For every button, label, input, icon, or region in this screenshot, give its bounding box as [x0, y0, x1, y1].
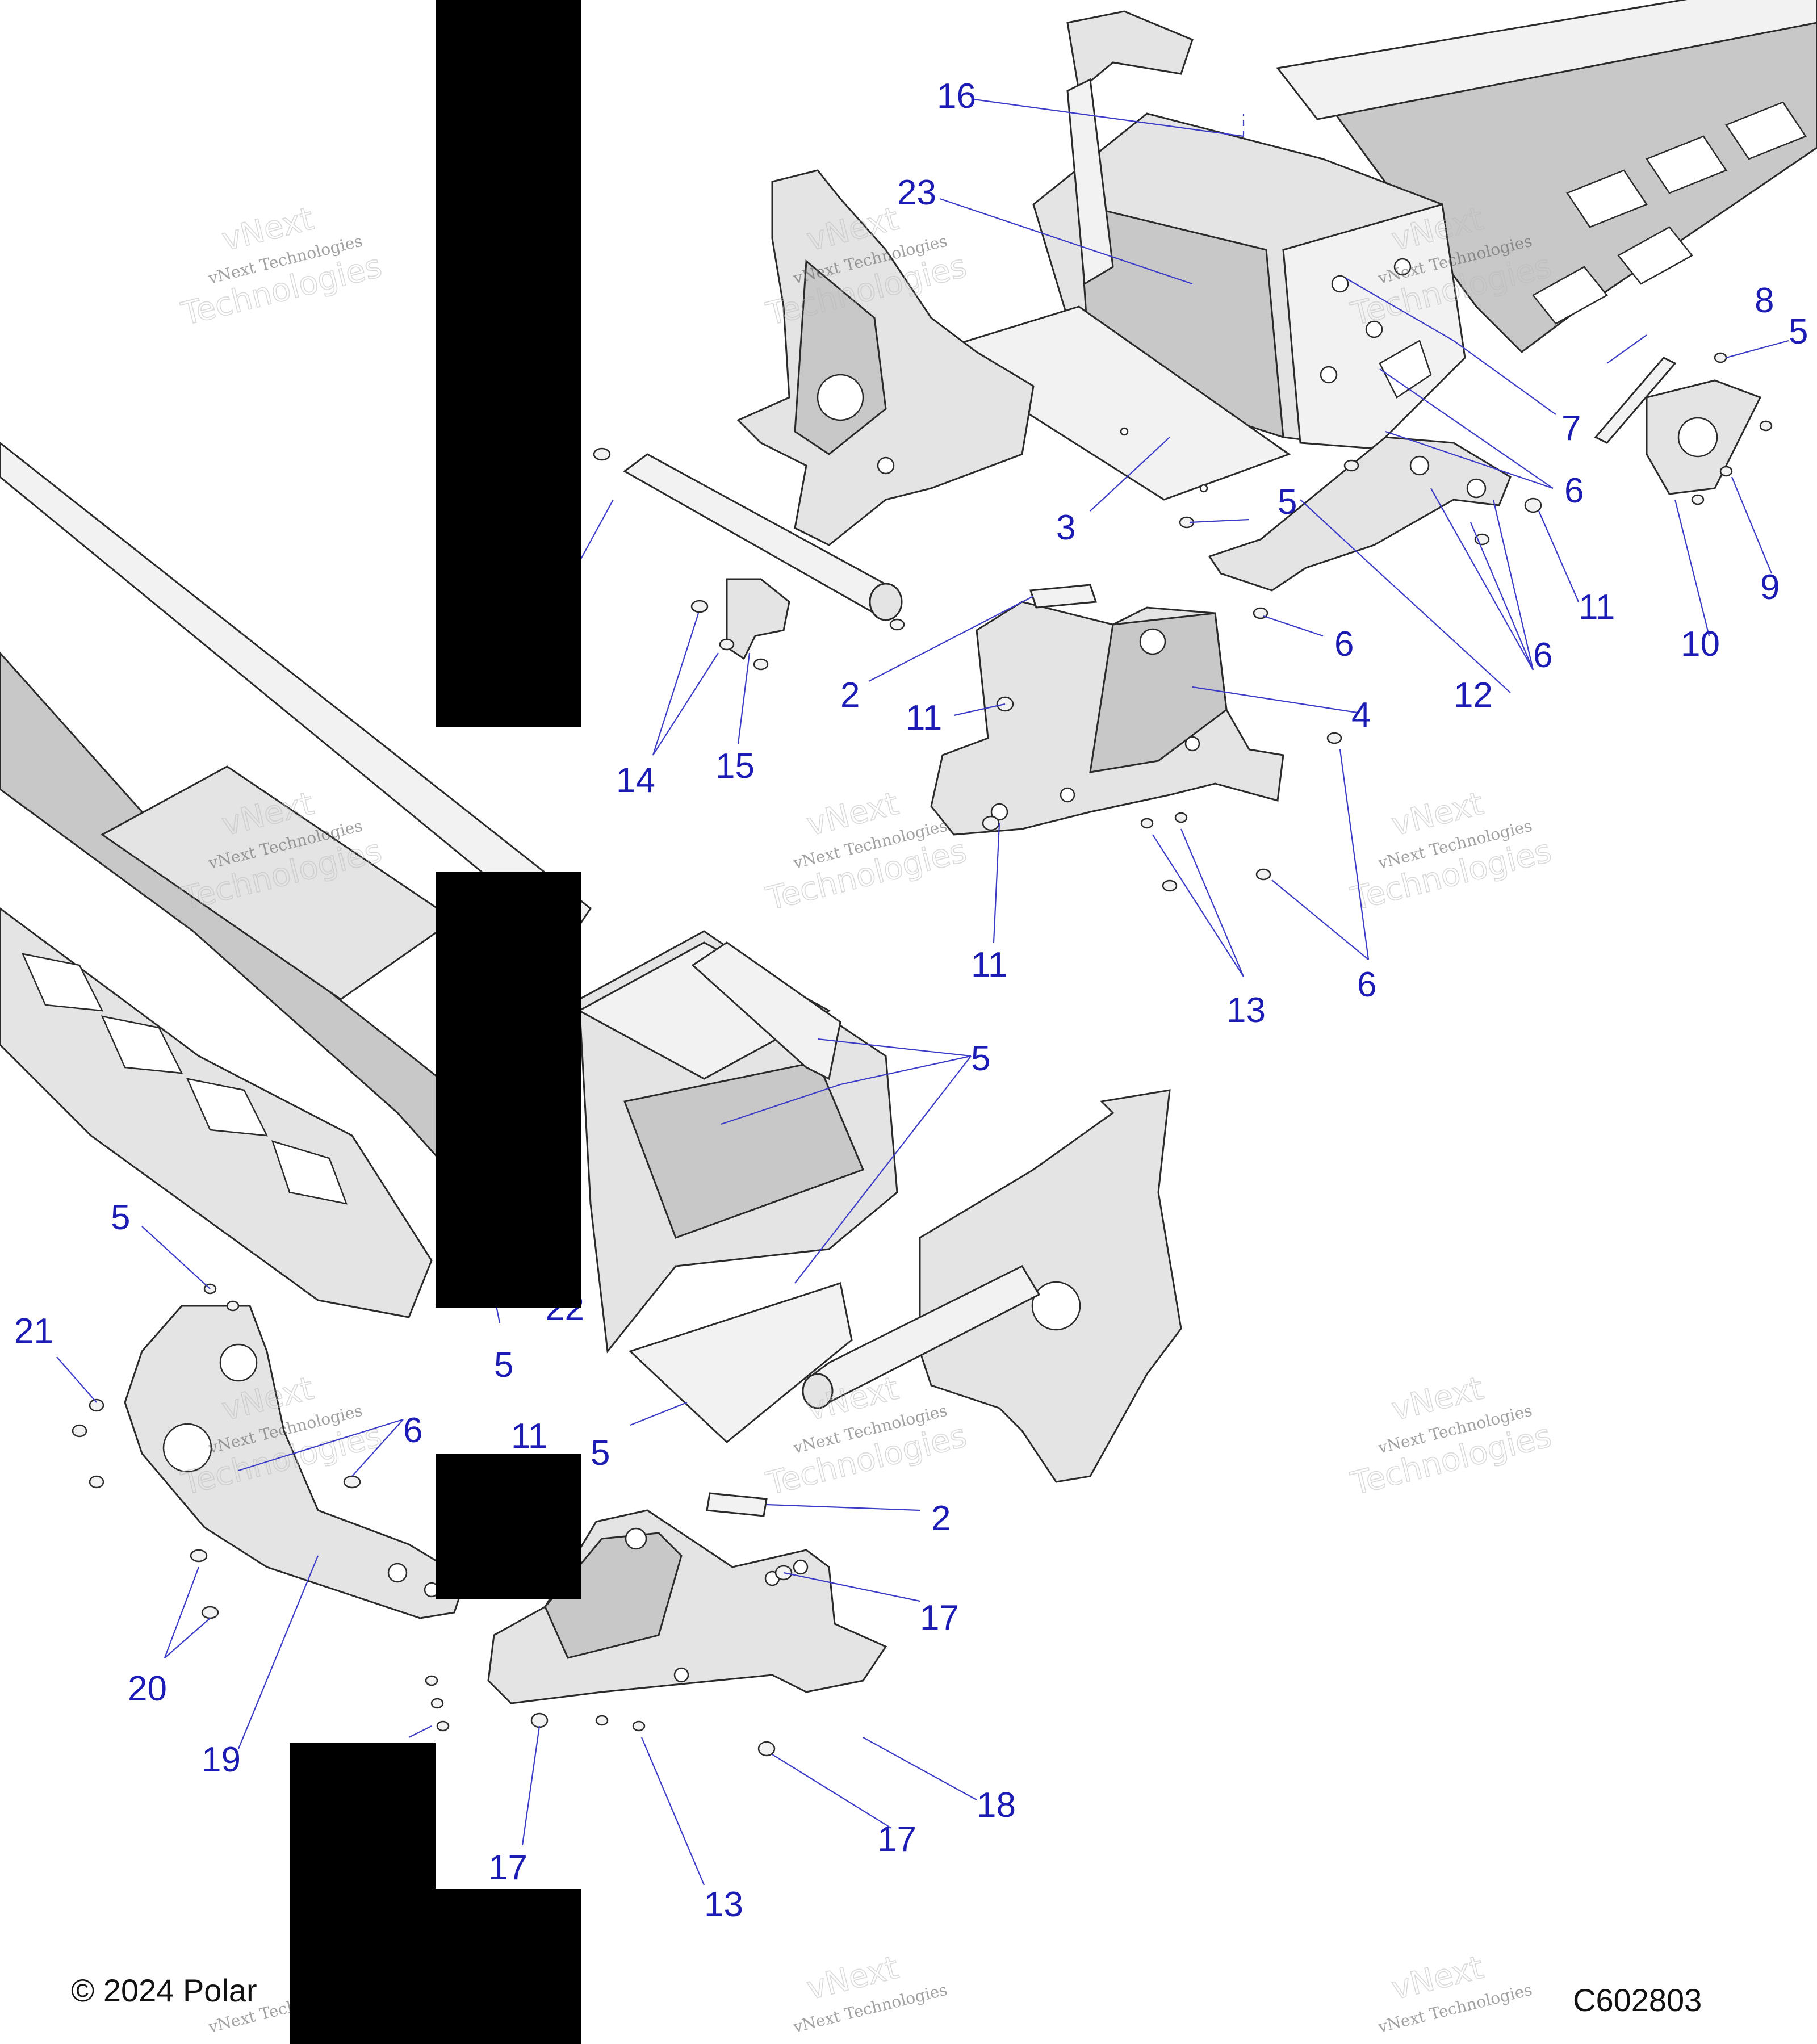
callout-7: 7 — [1561, 409, 1581, 448]
callout-labels: 16 23 8 5 7 6 5 3 11 9 10 6 12 6 2 4 11 … — [14, 77, 1808, 1924]
upper-floor-plate — [929, 305, 1291, 501]
redaction-block — [436, 0, 581, 727]
upper-front-frame — [736, 169, 1035, 546]
upper-a-arm-bracket — [1208, 436, 1512, 592]
lower-steering-post — [691, 941, 841, 1080]
callout-2: 2 — [931, 1499, 951, 1538]
middle-bulkhead-bracket — [930, 601, 1284, 836]
callout-6: 6 — [1533, 636, 1552, 675]
callout-5: 5 — [111, 1198, 130, 1237]
copyright-notice: © 2024 Polar — [71, 1972, 257, 2008]
callout-5: 5 — [1278, 483, 1297, 522]
redaction-block — [436, 1889, 581, 2044]
lower-tunnel — [0, 442, 592, 1318]
callout-17: 17 — [920, 1598, 959, 1637]
callout-5: 5 — [1789, 312, 1808, 351]
callout-6: 6 — [1357, 965, 1376, 1004]
callout-17: 17 — [877, 1820, 916, 1859]
callout-10: 10 — [1681, 625, 1720, 664]
redaction-block — [436, 872, 581, 1308]
upper-top-bracket — [1066, 10, 1194, 93]
leader-lines — [56, 98, 1789, 1886]
lower-bulkhead-front — [623, 1061, 864, 1239]
callout-15: 15 — [715, 747, 755, 786]
upper-tunnel-rail-top — [1276, 0, 1817, 120]
callout-17: 17 — [488, 1848, 527, 1887]
callout-14: 14 — [616, 761, 655, 800]
callout-12: 12 — [1454, 676, 1493, 715]
callout-5: 5 — [494, 1346, 513, 1385]
callout-18: 18 — [977, 1786, 1016, 1825]
callout-4: 4 — [1351, 696, 1371, 735]
callout-5: 5 — [971, 1039, 990, 1078]
callout-5: 5 — [591, 1434, 610, 1473]
callout-20: 20 — [128, 1669, 167, 1708]
upper-front-frame-web — [794, 259, 887, 455]
callout-11: 11 — [511, 1417, 547, 1456]
callout-13: 13 — [1226, 991, 1266, 1030]
redaction-block — [436, 1454, 581, 1599]
bracket-18-web — [544, 1532, 683, 1659]
upper-rail-cutouts — [1532, 101, 1807, 325]
callout-9: 9 — [1760, 568, 1780, 607]
callout-11: 11 — [906, 698, 942, 738]
upper-chassis-assembly — [623, 0, 1817, 621]
callout-16: 16 — [937, 77, 976, 116]
callout-23: 23 — [897, 173, 936, 212]
upper-steering-post — [1066, 78, 1114, 286]
callout-11: 11 — [1579, 588, 1615, 627]
callout-6: 6 — [1564, 471, 1584, 510]
callout-13: 13 — [704, 1885, 743, 1924]
callout-6: 6 — [1334, 625, 1354, 664]
callout-8: 8 — [1755, 281, 1774, 320]
chaincase-plate-19 — [124, 1305, 467, 1619]
callout-11: 11 — [971, 945, 1007, 985]
figure-code: C602803 — [1573, 1982, 1702, 2018]
plate-2-lower — [706, 1492, 768, 1517]
lower-bulkhead-assembly — [577, 930, 1182, 1483]
callout-19: 19 — [202, 1740, 241, 1779]
callout-6: 6 — [403, 1411, 422, 1450]
callout-3: 3 — [1056, 508, 1075, 547]
lower-rail-cutouts — [21, 953, 348, 1205]
callout-2: 2 — [840, 676, 860, 715]
hinge-bracket-15 — [726, 578, 790, 660]
plate-2-upper — [1029, 584, 1098, 609]
redaction-blocks — [290, 0, 581, 2044]
callout-21: 21 — [14, 1312, 53, 1351]
lower-bracket-18 — [487, 1509, 887, 1704]
redaction-block — [290, 1743, 436, 2044]
upper-strap — [1594, 357, 1677, 444]
bracket-4-front-web — [1089, 612, 1228, 773]
